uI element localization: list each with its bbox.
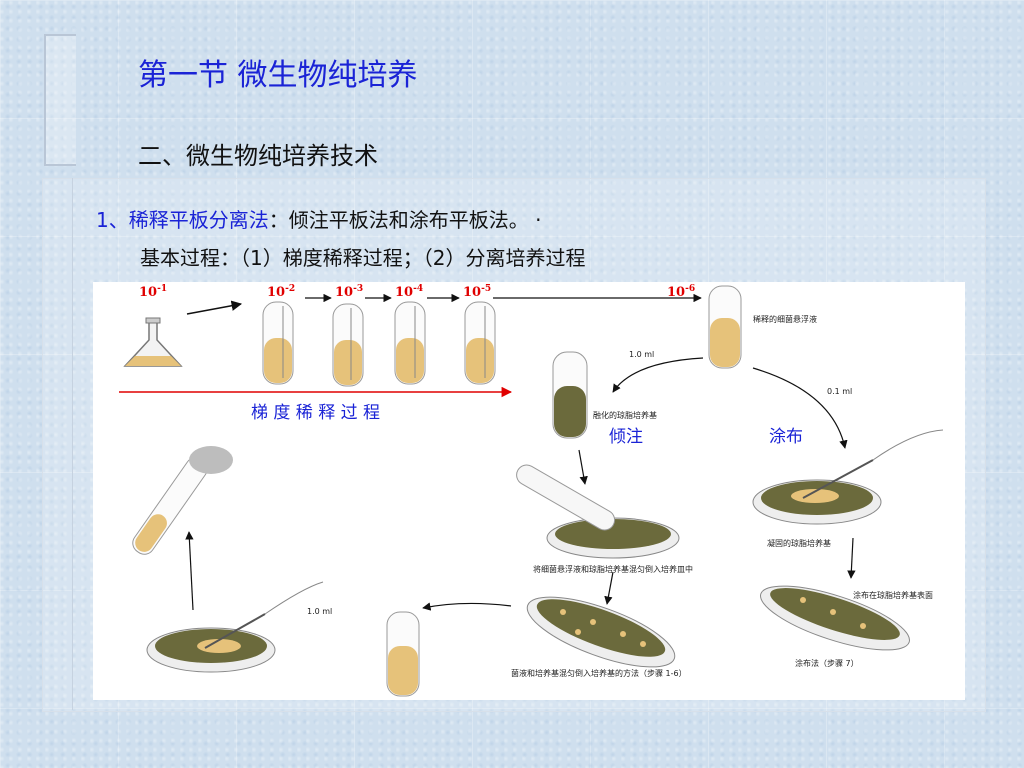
dilution-label-4: 10-4 <box>395 284 423 300</box>
flask-icon <box>123 317 183 367</box>
frame-side-bar <box>42 178 73 710</box>
method-number: 1、 <box>96 208 129 232</box>
test-tube-2 <box>332 303 364 387</box>
pour-label: 倾注 <box>609 427 643 447</box>
side-bracket-decoration <box>44 34 76 166</box>
pouring-dish-icon <box>516 464 680 559</box>
gradient-dilution-label: 梯 度 稀 释 过 程 <box>251 403 380 423</box>
dilution-label-1: 10-1 <box>139 284 167 300</box>
slide-subtitle: 二、微生物纯培养技术 <box>138 142 378 170</box>
dilution-label-2: 10-2 <box>267 284 295 300</box>
test-tube-1 <box>262 301 294 385</box>
label-melted-agar: 融化的琼脂培养基 <box>593 410 657 420</box>
label-01ml: 0.1 ml <box>827 387 852 396</box>
slide-title: 第一节 微生物纯培养 <box>138 58 418 93</box>
label-diluted-suspension: 稀释的细菌悬浮液 <box>753 314 817 324</box>
spread-plate-colonies <box>760 585 910 651</box>
bottom-spread-dish <box>146 581 324 673</box>
label-solidified-agar: 凝固的琼脂培养基 <box>767 538 831 548</box>
test-tube-3 <box>394 301 426 385</box>
test-tube-4 <box>464 301 496 385</box>
method-line: 1、稀释平板分离法：倾注平板法和涂布平板法。 · <box>96 204 541 233</box>
method-list: 倾注平板法和涂布平板法。 · <box>288 208 542 232</box>
spread-label: 涂布 <box>769 427 803 447</box>
dilution-label-6: 10-6 <box>667 284 695 300</box>
slant-tube-icon <box>132 446 233 555</box>
label-1ml-bottom: 1.0 ml <box>307 607 332 616</box>
method-colon: ： <box>268 208 289 232</box>
label-pour-mix: 将细菌悬浮液和琼脂培养基混匀倒入培养皿中 <box>533 564 693 574</box>
spreading-dish-icon <box>752 429 944 525</box>
pour-plate-colonies <box>526 596 676 668</box>
label-spread-on-surface: 涂布在琼脂培养基表面 <box>853 590 933 600</box>
dilution-label-3: 10-3 <box>335 284 363 300</box>
bottom-test-tube <box>386 611 420 697</box>
method-name: 稀释平板分离法 <box>128 208 269 232</box>
test-tube-6 <box>708 285 742 369</box>
dilution-plating-figure: 10-1 10-2 10-3 10-4 10-5 10-6 梯 度 <box>93 282 965 700</box>
figure-svg: 10-1 10-2 10-3 10-4 10-5 10-6 梯 度 <box>119 284 944 697</box>
label-1ml-top: 1.0 ml <box>629 350 654 359</box>
melted-agar-tube <box>552 351 588 439</box>
dilution-label-5: 10-5 <box>463 284 491 300</box>
label-spread-method: 涂布法（步骤 7） <box>795 658 859 668</box>
process-line: 基本过程：（1）梯度稀释过程；（2）分离培养过程 <box>140 246 586 270</box>
label-pour-method: 菌液和培养基混匀倒入培养基的方法（步骤 1-6） <box>511 668 687 678</box>
